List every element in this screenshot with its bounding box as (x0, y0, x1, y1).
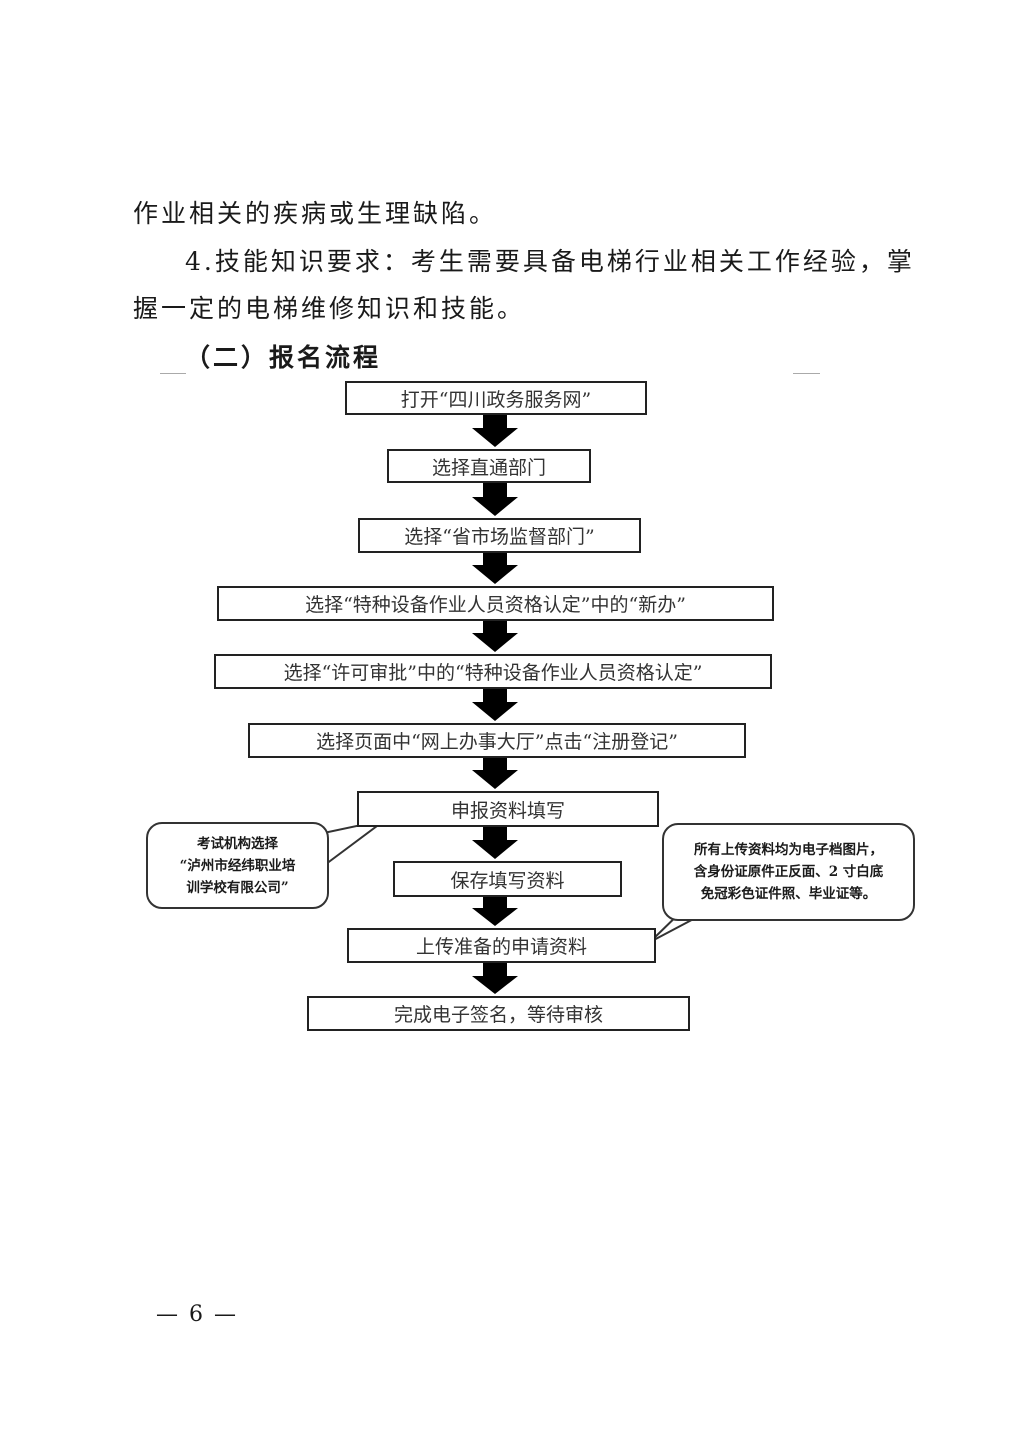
paragraph-line: 握一定的电梯维修知识和技能。 (133, 294, 526, 323)
flow-step: 打开“四川政务服务网” (345, 381, 647, 415)
callout-line: “泸州市经纬职业培 (179, 857, 296, 874)
arrow-down-icon (472, 688, 518, 721)
divider (793, 373, 820, 374)
callout-line: 免冠彩色证件照、毕业证等。 (700, 886, 877, 902)
flow-step: 选择“许可审批”中的“特种设备作业人员资格认定” (214, 654, 772, 689)
arrow-down-icon (472, 757, 518, 789)
callout-line: 所有上传资料均为电子档图片， (694, 842, 883, 858)
arrow-down-icon (472, 962, 518, 994)
flow-step: 选择直通部门 (387, 449, 591, 483)
flow-step: 申报资料填写 (357, 791, 659, 827)
flow-step: 选择页面中“网上办事大厅”点击“注册登记” (248, 723, 746, 758)
arrow-down-icon (472, 620, 518, 652)
callout-line: 训学校有限公司” (186, 879, 289, 896)
callout-left: 考试机构选择 “泸州市经纬职业培训学校有限公司” (146, 822, 329, 909)
flow-step: 保存填写资料 (393, 861, 622, 897)
section-title: （二）报名流程 (185, 343, 382, 372)
callout-line: 考试机构选择 (196, 835, 278, 852)
flow-step: 完成电子签名，等待审核 (307, 996, 690, 1031)
paragraph-line: 4.技能知识要求：考生需要具备电梯行业相关工作经验，掌 (185, 247, 915, 276)
page-number: — 6 — (156, 1302, 238, 1327)
arrow-down-icon (472, 896, 518, 926)
divider (160, 373, 186, 374)
flow-step: 上传准备的申请资料 (347, 928, 656, 963)
paragraph-line: 作业相关的疾病或生理缺陷。 (133, 199, 498, 228)
callout-right: 所有上传资料均为电子档图片， 含身份证原件正反面、2 寸白底免冠彩色证件照、毕业证… (662, 823, 915, 921)
arrow-down-icon (472, 482, 518, 516)
flow-step: 选择“省市场监督部门” (358, 518, 641, 553)
arrow-down-icon (472, 826, 518, 859)
flow-step: 选择“特种设备作业人员资格认定”中的“新办” (217, 586, 774, 621)
arrow-down-icon (472, 552, 518, 584)
callout-line: 含身份证原件正反面、2 寸白底 (693, 864, 884, 880)
arrow-down-icon (472, 414, 518, 447)
